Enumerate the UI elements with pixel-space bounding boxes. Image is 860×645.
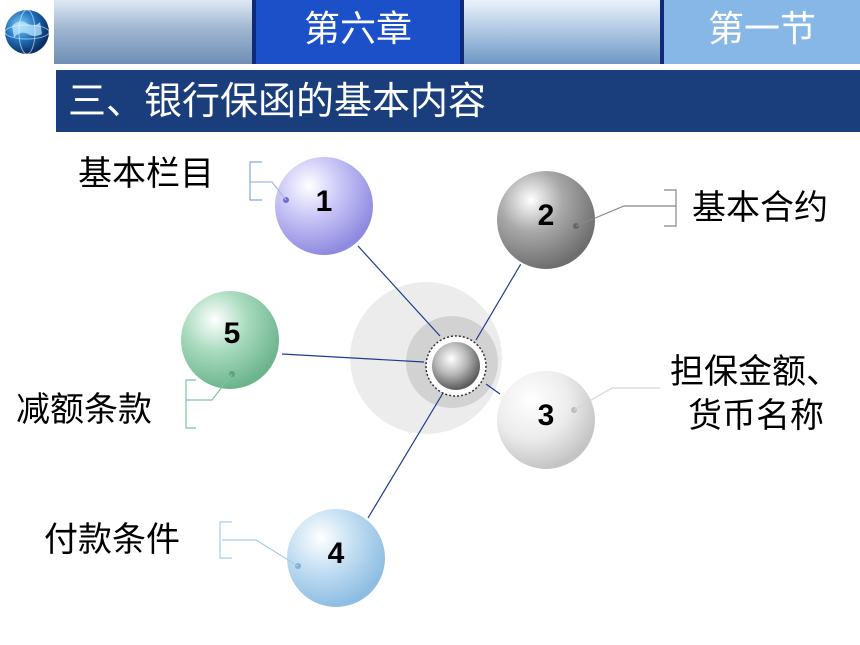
callout-bracket-4 (219, 521, 232, 559)
connector-line-3 (485, 383, 501, 395)
connector-line-5 (281, 353, 425, 363)
center-sphere (432, 342, 480, 390)
node-number-1: 1 (315, 185, 333, 218)
callout-leader-5 (186, 373, 233, 401)
title-bar (56, 70, 860, 132)
section-label: 第一节 (707, 9, 816, 50)
node-number-2: 2 (537, 199, 555, 232)
callout-bracket-2 (664, 189, 677, 227)
callout-bracket-1 (249, 161, 262, 201)
node-sphere-3 (495, 369, 597, 471)
chapter-band (256, 0, 460, 64)
node-sphere-5 (179, 289, 281, 391)
slide-title: 三、银行保函的基本内容 (68, 79, 487, 123)
callout-leader-4 (222, 539, 299, 567)
connector-line-2 (475, 261, 523, 341)
node-label-1: 基本栏目 (78, 154, 214, 194)
header-divider (252, 0, 256, 64)
section-band (664, 0, 860, 64)
connector-line-4 (367, 387, 447, 519)
node-number-3: 3 (537, 399, 555, 432)
header-divider (460, 0, 464, 64)
node-label-3-line2: 货币名称 (688, 396, 824, 436)
node-label-3-line1: 担保金额、 (670, 352, 840, 392)
node-sphere-1 (273, 155, 375, 257)
node-label-5: 减额条款 (16, 390, 152, 430)
callout-leader-3 (573, 387, 660, 411)
node-number-5: 5 (223, 317, 241, 350)
chapter-label: 第六章 (303, 9, 412, 50)
globe-icon (4, 9, 50, 55)
callout-leader-1 (250, 181, 287, 201)
node-number-4: 4 (327, 537, 345, 570)
header-divider (660, 0, 664, 64)
callout-bracket-5 (185, 379, 196, 429)
node-label-2: 基本合约 (692, 188, 828, 228)
node-label-4: 付款条件 (44, 520, 180, 560)
header-photo-band-left (54, 0, 252, 64)
callout-leader-2 (575, 205, 676, 227)
header-bar: 第六章 第一节 (0, 0, 860, 64)
node-sphere-2 (495, 169, 597, 271)
header-photo-band-right (464, 0, 660, 64)
connector-line-1 (357, 245, 441, 337)
